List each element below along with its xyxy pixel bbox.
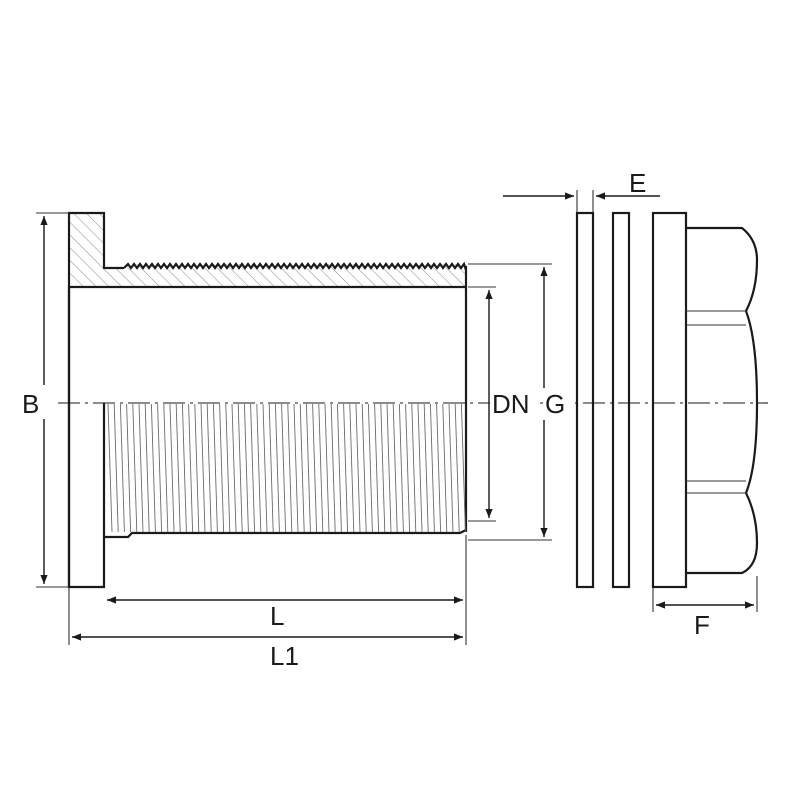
dimension-l: L	[107, 535, 467, 645]
inner-thread-line	[312, 403, 318, 533]
inner-thread-line	[454, 403, 460, 533]
inner-thread-line	[436, 403, 442, 533]
inner-thread-line	[163, 403, 169, 533]
inner-thread-line	[113, 403, 119, 533]
flange-outline	[67, 287, 106, 589]
lock-nut-collar	[651, 211, 688, 589]
label-l1: L1	[270, 641, 299, 671]
inner-thread-line	[188, 403, 194, 533]
inner-thread-line	[243, 403, 249, 533]
inner-thread-line	[423, 403, 429, 533]
dimension-b: B	[20, 212, 69, 588]
inner-thread-line	[318, 403, 324, 533]
inner-thread-line	[138, 403, 144, 533]
dimension-e: E	[503, 168, 660, 212]
inner-thread-line	[392, 403, 398, 533]
label-e: E	[629, 168, 646, 198]
inner-thread-line	[150, 403, 156, 533]
inner-thread-line	[262, 403, 268, 533]
label-l: L	[270, 601, 284, 631]
inner-thread-line	[380, 403, 386, 533]
inner-thread-line	[349, 403, 355, 533]
dimension-l1: L1	[68, 588, 463, 671]
inner-thread-line	[237, 403, 243, 533]
body-section-hatch	[69, 213, 466, 287]
connector-body	[67, 211, 468, 589]
inner-thread-line	[225, 403, 231, 533]
inner-thread-line	[405, 403, 411, 533]
inner-thread-line	[219, 403, 225, 533]
inner-thread-line	[343, 403, 349, 533]
inner-thread-line	[144, 403, 150, 533]
inner-thread-line	[175, 403, 181, 533]
inner-thread-line	[411, 403, 417, 533]
lock-nut-hex-faces	[686, 310, 746, 494]
dimension-dn: DN	[468, 286, 538, 522]
label-f: F	[694, 610, 710, 640]
dimension-g: G	[468, 263, 573, 541]
inner-thread-line	[126, 403, 132, 533]
lock-nut	[651, 211, 759, 589]
inner-thread-line	[330, 403, 336, 533]
inner-thread-line	[132, 403, 138, 533]
inner-thread-line	[194, 403, 200, 533]
lock-nut-hex-outline	[686, 226, 759, 575]
inner-thread-line	[442, 403, 448, 533]
inner-thread-line	[281, 403, 287, 533]
label-b: B	[22, 389, 39, 419]
inner-thread-hatching	[107, 403, 466, 533]
inner-thread-line	[206, 403, 212, 533]
inner-thread-line	[256, 403, 262, 533]
dimension-f: F	[652, 576, 758, 640]
inner-thread-line	[448, 403, 454, 533]
inner-thread-line	[386, 403, 392, 533]
inner-thread-line	[287, 403, 293, 533]
inner-thread-line	[250, 403, 256, 533]
inner-thread-line	[268, 403, 274, 533]
inner-thread-line	[299, 403, 305, 533]
inner-thread-line	[355, 403, 361, 533]
inner-thread-line	[107, 403, 113, 533]
inner-thread-line	[398, 403, 404, 533]
inner-thread-line	[336, 403, 342, 533]
inner-thread-line	[274, 403, 280, 533]
inner-thread-line	[231, 403, 237, 533]
gasket-inner	[611, 211, 631, 589]
inner-thread-line	[324, 403, 330, 533]
inner-thread-line	[212, 403, 218, 533]
inner-thread-line	[119, 403, 125, 533]
label-g: G	[545, 389, 565, 419]
inner-thread-line	[361, 403, 367, 533]
label-dn: DN	[492, 389, 530, 419]
inner-thread-line	[460, 403, 466, 533]
inner-thread-line	[157, 403, 163, 533]
inner-thread-line	[367, 403, 373, 533]
inner-thread-line	[181, 403, 187, 533]
inner-thread-line	[293, 403, 299, 533]
inner-thread-line	[200, 403, 206, 533]
gasket-outer	[575, 211, 595, 589]
inner-thread-line	[374, 403, 380, 533]
inner-thread-line	[429, 403, 435, 533]
inner-thread-line	[417, 403, 423, 533]
inner-thread-line	[305, 403, 311, 533]
outer-thread-profile	[123, 261, 468, 271]
inner-thread-line	[169, 403, 175, 533]
body-bottom-outline	[104, 529, 467, 539]
